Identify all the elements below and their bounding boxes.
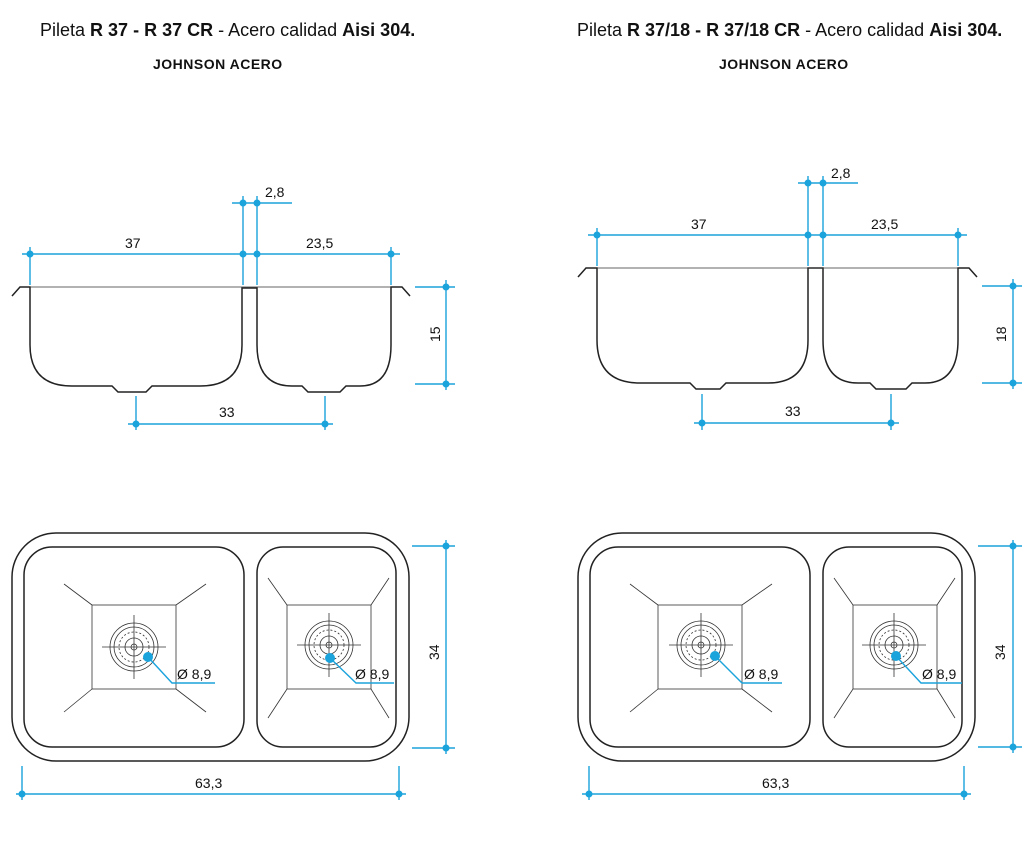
dim-label-depth: 18: [993, 326, 1009, 342]
drain-icon: [102, 615, 166, 679]
dim-label-total-width: 63,3: [195, 775, 222, 791]
top-view-2: Ø 8,9 Ø 8,9 34 63,3: [577, 532, 1022, 800]
title-sheet-2: Pileta R 37/18 - R 37/18 CR - Acero cali…: [577, 20, 1002, 41]
basin-large: [589, 546, 811, 748]
dim-label-drain-right: Ø 8,9: [355, 666, 389, 682]
title-sep: -: [128, 20, 145, 40]
dim-label-total-width: 63,3: [762, 775, 789, 791]
drain-icon: [297, 613, 361, 677]
brand-sheet-1: JOHNSON ACERO: [153, 56, 283, 72]
title-model-b: R 37 CR: [144, 20, 214, 40]
basin-small: [256, 546, 397, 748]
dim-label-right-width: 23,5: [871, 216, 898, 232]
title-model-b: R 37/18 CR: [706, 20, 801, 40]
side-view-2: 37 2,8 23,5 18 33: [577, 165, 1022, 430]
drain-icon: [669, 613, 733, 677]
title-grade: Aisi 304.: [929, 20, 1003, 40]
dim-label-divider: 2,8: [831, 165, 851, 181]
basin-large: [23, 546, 245, 748]
sink-profile-left: [11, 286, 411, 393]
title-prefix: Pileta: [40, 20, 91, 40]
title-grade: Aisi 304.: [342, 20, 416, 40]
dim-label-height: 34: [992, 644, 1008, 660]
dim-label-drain-spacing: 33: [785, 403, 801, 419]
title-sep: -: [690, 20, 707, 40]
top-view-1: Ø 8,9 Ø 8,9 34 63,3: [11, 532, 455, 800]
dim-label-drain-left: Ø 8,9: [177, 666, 211, 682]
side-view-1: 37 2,8 23,5 15 33: [11, 184, 455, 430]
sink-profile-right: [577, 267, 978, 390]
basin-small: [822, 546, 963, 748]
dim-label-left-width: 37: [125, 235, 141, 251]
title-prefix: Pileta: [577, 20, 628, 40]
title-mid: - Acero calidad: [800, 20, 930, 40]
dim-label-depth: 15: [427, 326, 443, 342]
sink-outer-rim: [577, 532, 976, 762]
dim-label-drain-left: Ø 8,9: [744, 666, 778, 682]
title-model-a: R 37/18: [627, 20, 691, 40]
brand-sheet-2: JOHNSON ACERO: [719, 56, 849, 72]
title-model-a: R 37: [90, 20, 129, 40]
dim-label-left-width: 37: [691, 216, 707, 232]
dim-label-divider: 2,8: [265, 184, 285, 200]
dim-label-drain-right: Ø 8,9: [922, 666, 956, 682]
sink-outer-rim: [11, 532, 410, 762]
dim-label-drain-spacing: 33: [219, 404, 235, 420]
title-mid: - Acero calidad: [213, 20, 343, 40]
drain-icon: [862, 613, 926, 677]
title-sheet-1: Pileta R 37 - R 37 CR - Acero calidad Ai…: [40, 20, 415, 41]
dim-label-right-width: 23,5: [306, 235, 333, 251]
dim-label-height: 34: [426, 644, 442, 660]
